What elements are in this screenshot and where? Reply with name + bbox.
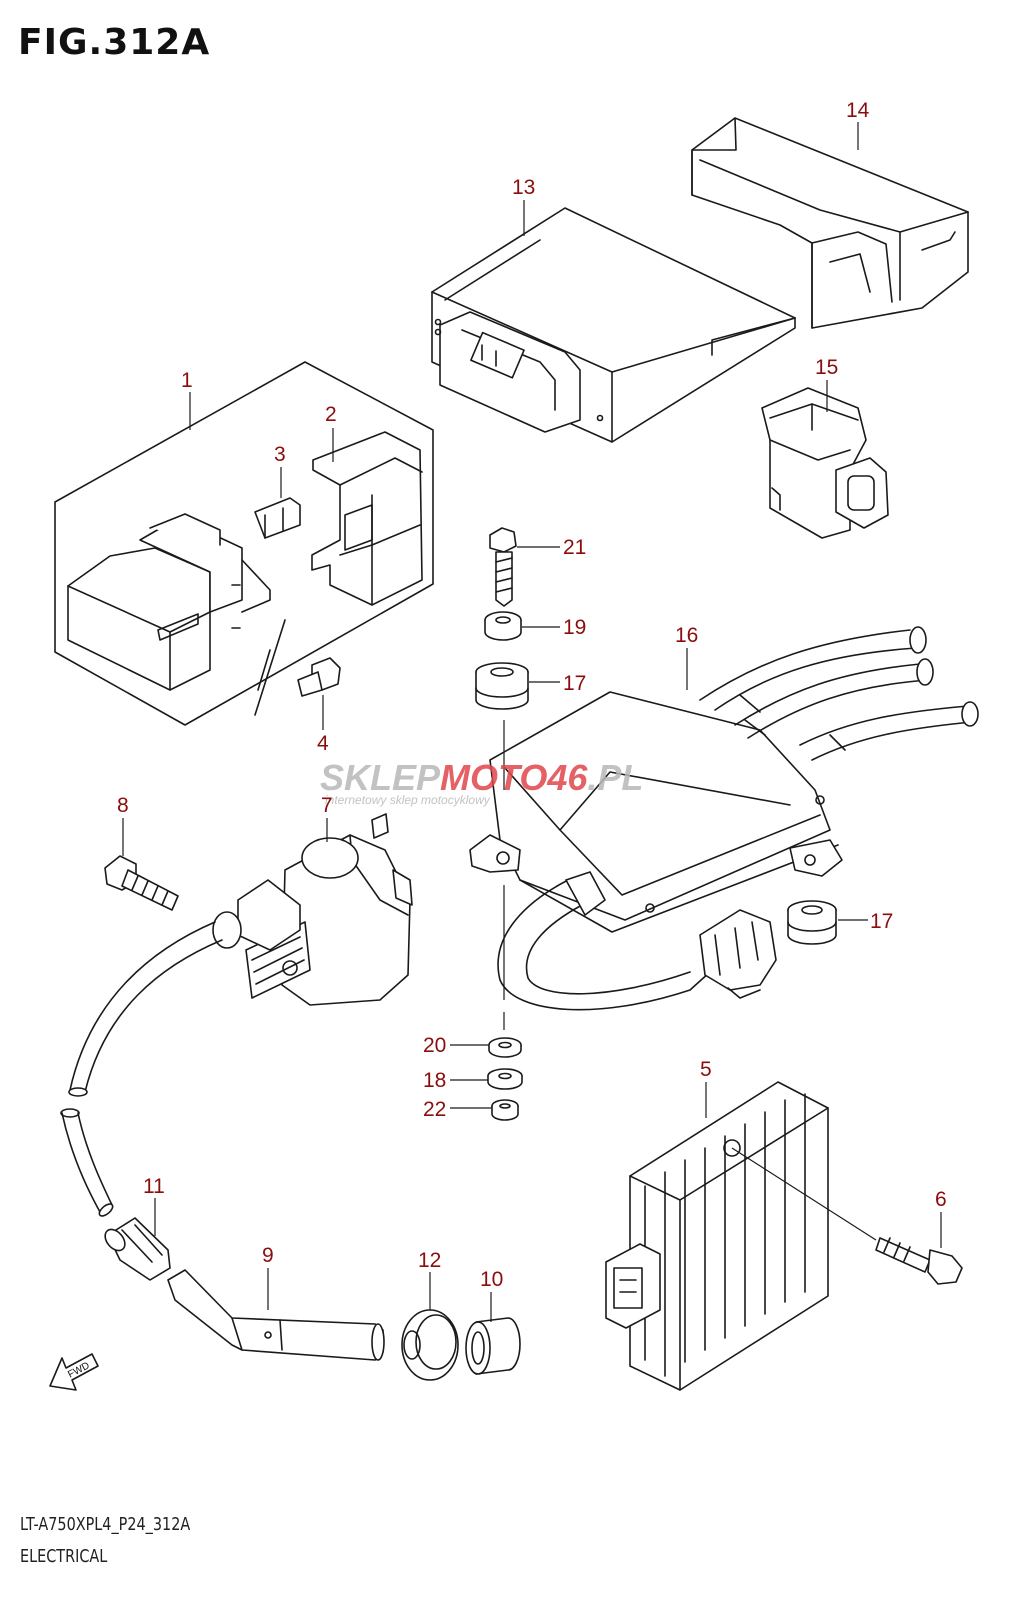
part-22-nut[interactable] [491,1099,519,1121]
callout-10: 10 [480,1268,503,1291]
callout-22: 22 [423,1098,446,1121]
fwd-label: FWD [66,1360,91,1380]
callout-18: 18 [423,1069,446,1092]
callout-6: 6 [935,1188,947,1211]
part-10-grommet[interactable] [465,1317,521,1375]
callout-13: 13 [512,176,535,199]
part-14-case-cover[interactable] [691,117,969,329]
callout-16: 16 [675,624,698,647]
part-9-plug-cap[interactable] [167,1269,385,1361]
callout-17-upper: 17 [563,672,586,695]
leader-lines [122,122,942,1322]
part-5-regulator-rectifier[interactable] [605,1081,829,1391]
callout-9: 9 [262,1244,274,1267]
figure-code: LT-A750XPL4_P24_312A [20,1514,191,1535]
callout-2: 2 [325,403,337,426]
callout-21: 21 [563,536,586,559]
part-21-bolt[interactable] [489,527,517,607]
callout-4: 4 [317,732,329,755]
svg-text:SKLEPMOTO46.PL: SKLEPMOTO46.PL [320,757,643,798]
callout-8: 8 [117,794,129,817]
callout-5: 5 [700,1058,712,1081]
callouts: 1 2 3 4 5 6 7 8 9 10 11 12 13 14 15 16 1… [117,99,947,1291]
watermark-text-b: MOTO [440,757,547,798]
part-18-washer[interactable] [487,1068,523,1090]
part-2-relay-cover[interactable] [311,431,423,606]
watermark-text-c: 46 [546,757,588,798]
part-12-rubber-ring[interactable] [401,1309,459,1381]
part-8-bolt[interactable] [104,855,179,911]
part-17-grommet-upper[interactable] [475,662,529,710]
part-20-washer[interactable] [488,1037,522,1058]
callout-19: 19 [563,616,586,639]
fwd-arrow-icon: FWD [49,1353,99,1391]
figure-name: ELECTRICAL [20,1546,108,1567]
callout-12: 12 [418,1249,441,1272]
part-3-fuse[interactable] [254,497,301,539]
callout-7: 7 [321,794,333,817]
watermark-text-d: .PL [587,757,643,798]
callout-11: 11 [143,1175,165,1198]
part-15-connector[interactable] [761,387,889,539]
callout-14: 14 [846,99,870,122]
part-17-grommet-lower[interactable] [787,900,837,945]
callout-20: 20 [423,1034,446,1057]
part-6-bolt[interactable] [731,1147,963,1285]
callout-3: 3 [274,443,286,466]
part-11-cable-seal[interactable] [101,1217,171,1281]
callout-15: 15 [815,356,838,379]
part-1-relay[interactable] [67,513,271,691]
watermark: SKLEPMOTO46.PL internetowy sklep motocyk… [320,757,643,807]
part-16-control-unit[interactable] [469,626,979,1011]
watermark-text-a: SKLEP [320,757,441,798]
callout-1: 1 [181,369,193,392]
part-7-ignition-coil[interactable] [60,813,413,1218]
part-4-bolt[interactable] [254,619,341,716]
part-13-ecu[interactable] [431,207,796,443]
part-1-relay-assembly-box [54,361,434,726]
figure-title: FIG.312A [18,22,211,63]
callout-17-lower: 17 [870,910,893,933]
watermark-tagline: internetowy sklep motocyklowy [325,793,491,807]
part-19-collar[interactable] [484,611,522,641]
